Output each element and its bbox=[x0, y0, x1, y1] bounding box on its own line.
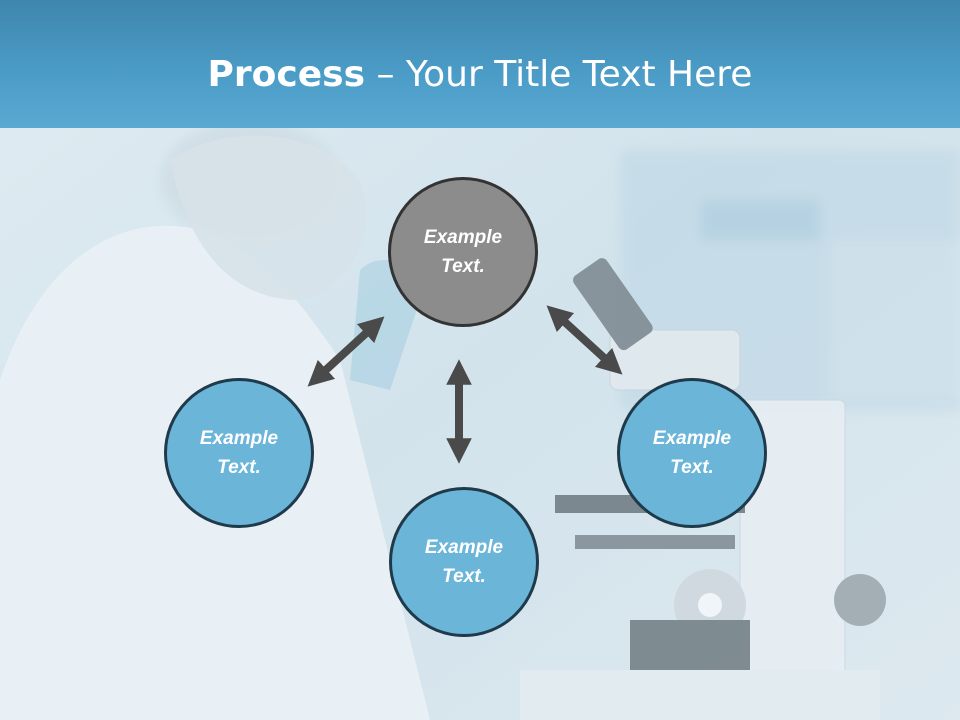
arrow-top-right bbox=[546, 305, 623, 375]
slide-title: Process – Your Title Text Here bbox=[0, 52, 960, 98]
process-node-top[interactable]: Example Text. bbox=[388, 177, 538, 327]
node-label: Example Text. bbox=[424, 537, 504, 587]
process-node-right[interactable]: Example Text. bbox=[617, 378, 767, 528]
node-label: Example Text. bbox=[652, 428, 732, 478]
node-label: Example Text. bbox=[423, 227, 503, 277]
title-rest: – Your Title Text Here bbox=[365, 54, 753, 95]
process-node-bottom[interactable]: Example Text. bbox=[389, 487, 539, 637]
node-label: Example Text. bbox=[199, 428, 279, 478]
process-node-left[interactable]: Example Text. bbox=[164, 378, 314, 528]
title-bar bbox=[0, 0, 960, 128]
title-bold: Process bbox=[207, 54, 366, 95]
arrow-top-left bbox=[307, 316, 385, 387]
